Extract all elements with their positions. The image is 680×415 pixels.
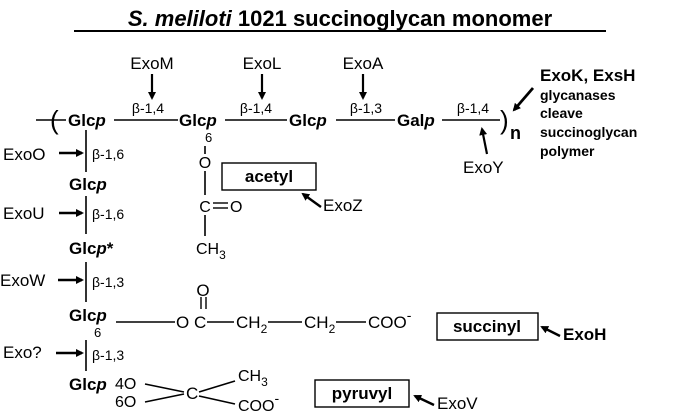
acetyl-label-box [221,162,317,191]
glycanase-line-2: cleave [540,105,583,121]
pyruvyl-o6: 6O [115,394,136,411]
side-sugar-3: Glcp [69,306,107,325]
side-link-1: β-1,6 [92,146,124,162]
pyruvyl-bond-2 [144,393,185,403]
succinyl-label-box [436,312,539,341]
link-beta-1-4-c: β-1,4 [457,100,489,116]
succinyl-carbonyl-o: O [196,281,209,300]
backbone-sugar-4: Galp [397,111,435,130]
enzyme-exoh: ExoH [563,325,606,344]
open-paren: ( [50,105,59,135]
pyruvyl-bond-1 [144,383,185,393]
acetyl-o-link: O [199,155,211,172]
glycanase-line-4: polymer [540,143,595,159]
side-link-3: β-1,3 [92,274,124,290]
pyruvyl-label: pyruvyl [332,384,392,403]
enzyme-exow: ExoW [0,271,45,290]
succinyl-coo: COO- [368,307,412,332]
glycanase-arrow [512,87,535,112]
glycanase-line-3: succinoglycan [540,124,637,140]
side-sugar-1: Glcp [69,175,107,194]
enzyme-exoa: ExoA [343,54,384,73]
diagram-title: S. meliloti 1021 succinoglycan monomer [128,6,553,31]
acetyl-carbonyl-o: O [230,199,242,216]
pyruvyl-bond-4 [198,395,236,405]
succinyl-o-link: O [176,313,189,332]
side-link-4: β-1,3 [92,347,124,363]
repeat-n: n [510,123,521,143]
enzyme-exou: ExoU [3,204,45,223]
pyruvyl-label-box [314,379,410,408]
backbone-sugar-3: Glcp [289,111,327,130]
succinyl-ch2-b: CH2 [304,313,336,336]
enzyme-exo-unknown: Exo? [3,343,42,362]
link-beta-1-4-b: β-1,4 [240,100,272,116]
acetyl-carbon: C [199,199,211,216]
side-sugar-3-position: 6 [94,325,101,340]
exoz-arrow [301,192,322,208]
backbone-sugar-2: Glcp [179,111,217,130]
acetyl-methyl: CH3 [196,241,226,262]
pyruvyl-carbon: C [186,384,198,403]
enzyme-exoz: ExoZ [323,196,363,215]
enzyme-exol: ExoL [243,54,282,73]
link-beta-1-4-a: β-1,4 [132,100,164,116]
pyruvyl-methyl: CH3 [238,368,268,389]
enzyme-exov: ExoV [437,394,478,413]
sugar-2-position: 6 [205,130,212,145]
exoh-arrow [540,325,561,338]
link-beta-1-3: β-1,3 [350,100,382,116]
pyruvyl-bond-3 [198,380,236,393]
acetyl-label: acetyl [245,167,293,186]
pyruvyl-coo: COO- [238,390,279,415]
enzyme-exom: ExoM [130,54,173,73]
succinyl-ch2-a: CH2 [236,313,268,336]
side-link-2: β-1,6 [92,206,124,222]
side-sugar-4: Glcp [69,375,107,394]
exoy-arrow [479,127,489,155]
succinyl-carbon: C [194,313,206,332]
pyruvyl-o4: 4O [115,376,136,393]
succinyl-label: succinyl [453,317,521,336]
enzyme-exoo: ExoO [3,145,46,164]
close-paren: ) [500,105,509,135]
enzyme-exoy: ExoY [463,158,504,177]
backbone-sugar-1: Glcp [68,111,106,130]
side-sugar-2: Glcp* [69,239,114,258]
glycanase-heading: ExoK, ExsH [540,66,635,85]
exov-arrow [413,394,435,407]
glycanase-line-1: glycanases [540,87,616,103]
